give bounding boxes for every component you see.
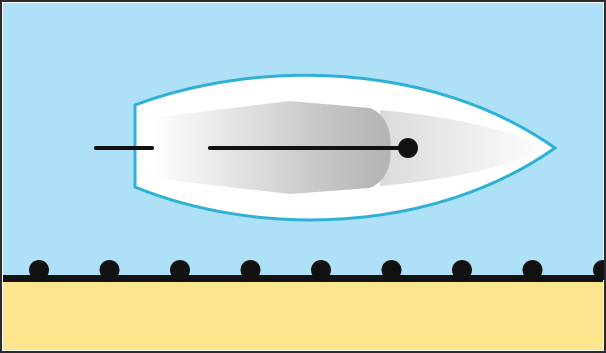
bollard — [593, 260, 606, 280]
bow-shading — [380, 110, 552, 186]
mast-dot — [398, 138, 418, 158]
boat — [94, 73, 558, 222]
shore-area — [3, 279, 603, 350]
dock-edge — [3, 275, 603, 282]
